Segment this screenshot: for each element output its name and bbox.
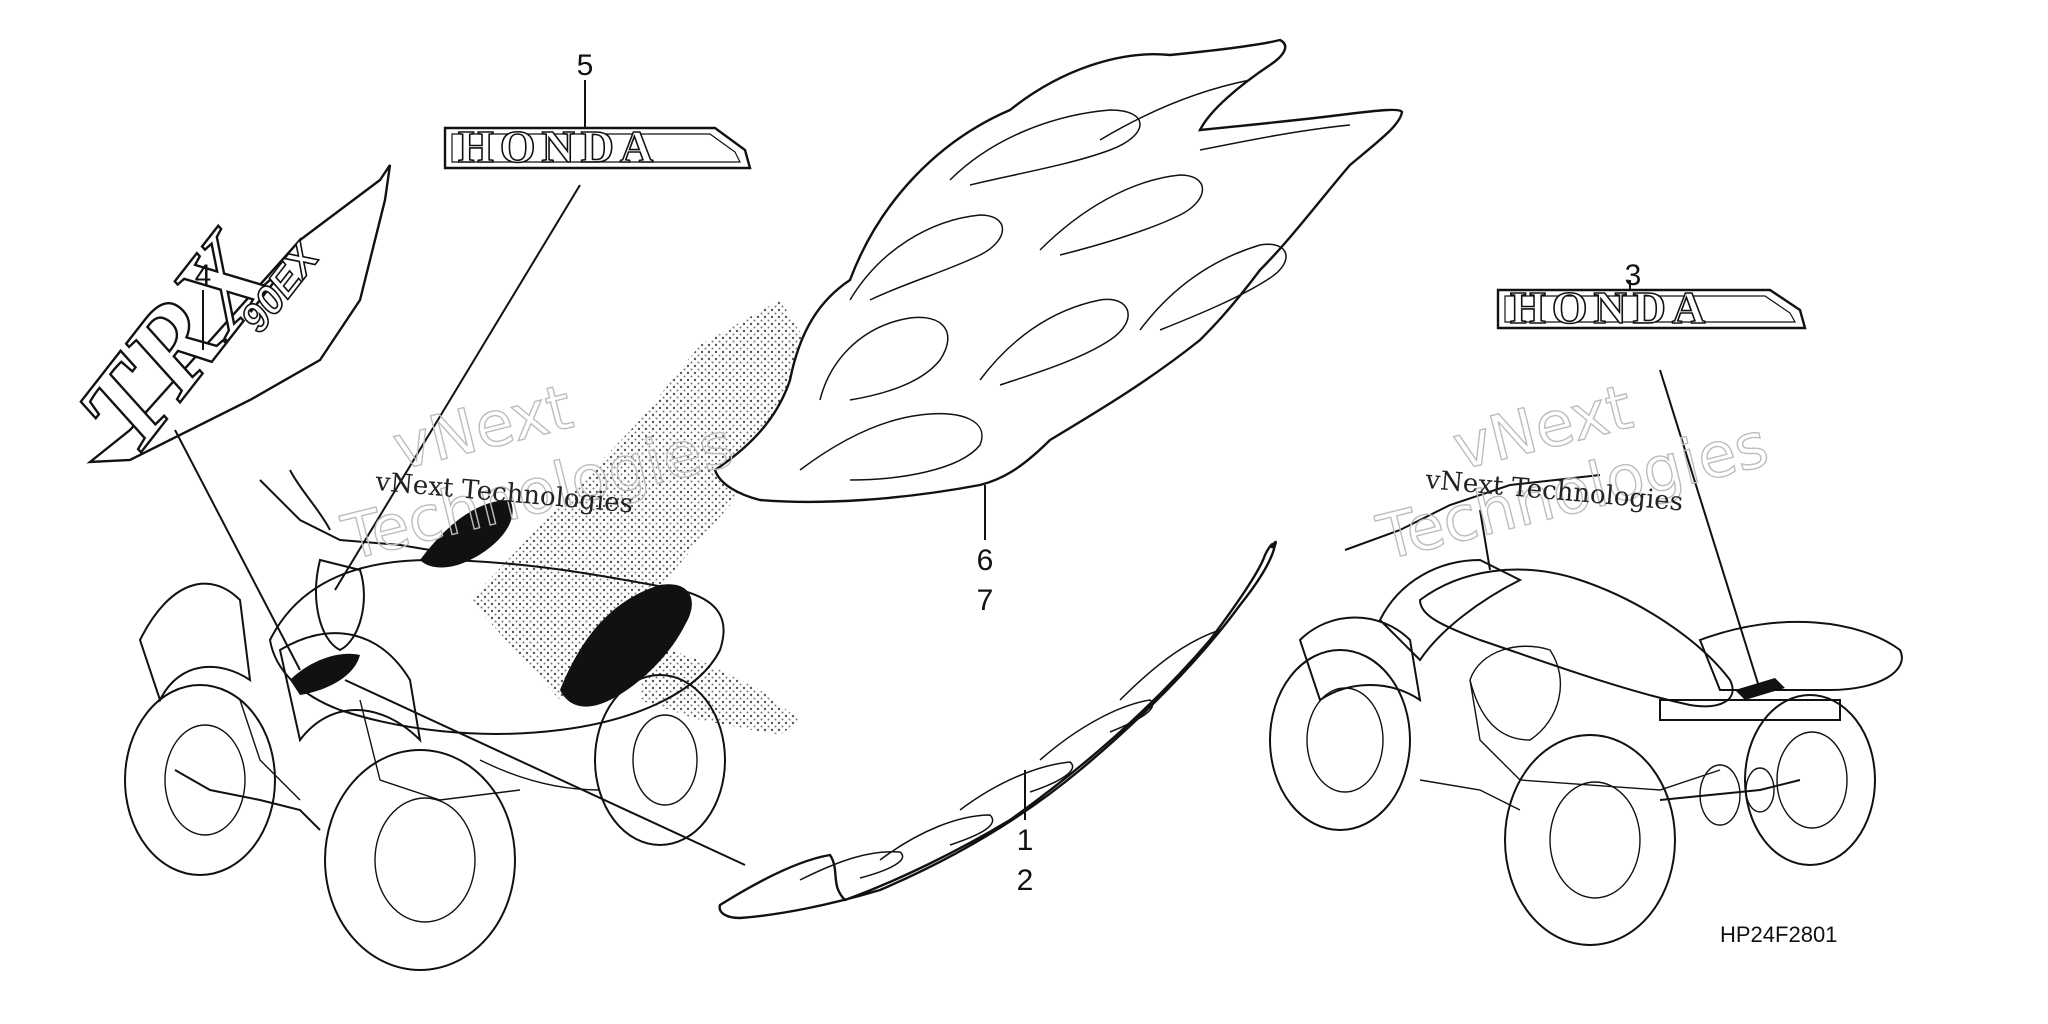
flame-tongue <box>1199 124 1351 151</box>
trx-badge-outline <box>86 164 392 464</box>
flame-tongue <box>1099 79 1251 141</box>
flame-strip-tongue <box>1039 699 1154 761</box>
atv-rear-view-left-hub <box>1306 687 1384 793</box>
atv-front-left-wheel <box>124 684 276 876</box>
atv-rear-view-hub-drum <box>1699 764 1741 826</box>
atv-rear-view-handlebar <box>1344 474 1601 551</box>
honda-emblem-3-outline <box>1496 288 1807 330</box>
leader-line-5 <box>334 184 581 591</box>
leader-line-4 <box>174 429 301 671</box>
atv-front-left-hub <box>164 724 246 836</box>
dotted-projection-area <box>470 300 830 735</box>
callout-1: 1 <box>1017 824 1034 857</box>
atv-rear-hub <box>632 714 698 806</box>
diagram-code: HP24F2801 <box>1720 922 1837 947</box>
atv-rear-view-right-wheel <box>1504 734 1676 946</box>
flame-strip-tongue <box>1119 629 1221 701</box>
atv-left-fender <box>138 582 252 703</box>
atv-rear-view-frame <box>1469 679 1721 791</box>
atv-handlebar <box>259 479 461 556</box>
leader-lines <box>174 80 1761 866</box>
flame-strip-tongue <box>879 814 994 861</box>
atv-rear-view-footrest <box>1419 779 1521 811</box>
atv-right-fender <box>278 632 422 743</box>
atv-rear-view-seat <box>1418 568 1734 708</box>
atv-front-decal-marker <box>420 500 513 568</box>
atv-rear-view-rear-fender <box>1698 620 1903 691</box>
leader-line-3 <box>1659 369 1761 691</box>
honda-emblem-decal-3: HONDA <box>1496 281 1807 334</box>
flame-strip-tongue <box>959 761 1074 811</box>
flame-tongue <box>949 109 1141 186</box>
callout-2: 2 <box>1017 864 1034 897</box>
atv-steering-column <box>289 469 331 531</box>
atv-front-right-wheel <box>324 749 516 971</box>
callout-6: 6 <box>977 544 994 577</box>
flame-decal-outline <box>713 38 1404 504</box>
honda-emblem-5-inner <box>451 133 741 163</box>
atv-rear-view-front-fender <box>1298 616 1422 703</box>
dotted-projection-left <box>470 300 830 700</box>
atv-rear-view-right-hub <box>1549 781 1641 899</box>
flame-decal-large <box>713 38 1404 504</box>
flame-tongue <box>979 298 1129 386</box>
callout-3: 3 <box>1625 259 1642 292</box>
flame-tongue <box>1139 243 1287 331</box>
honda-logo-text-3: HONDA <box>1510 282 1711 333</box>
flame-strip-outline <box>718 540 1277 920</box>
leader-line-12-to-atv <box>344 679 746 866</box>
atv-rear-view-left-wheel <box>1269 649 1411 831</box>
atv-rear-view-rack <box>1659 699 1841 721</box>
callout-5: 5 <box>577 49 594 82</box>
flame-tongue <box>849 214 1004 301</box>
flame-strip-tongue <box>799 851 904 881</box>
atv-front-right-hub <box>374 797 476 923</box>
honda-emblem-5-outline <box>443 126 752 170</box>
atv-rear-view <box>1269 474 1903 946</box>
honda-emblem-decal-5: HONDA <box>443 120 752 173</box>
dotted-projection-rear <box>640 640 800 735</box>
trx-badge-decal: TRX 90EX <box>49 164 392 477</box>
callout-4: 4 <box>195 259 212 292</box>
atv-rear-view-tank <box>1378 558 1523 662</box>
atv-rear-view-steering-column <box>1479 509 1491 571</box>
honda-logo-text-5: HONDA <box>458 121 659 172</box>
atv-rear-view-far-hub <box>1776 731 1848 829</box>
atv-frame <box>359 699 521 801</box>
atv-side-decal-marker <box>560 584 692 707</box>
atv-rear-view-axle <box>1659 779 1801 801</box>
callout-7: 7 <box>977 584 994 617</box>
atv-rear-view-hub-drum <box>1745 767 1775 813</box>
atv-rear-wheel <box>594 674 726 846</box>
atv-fender-decal-marker <box>290 653 360 695</box>
flame-tongue <box>1039 174 1204 256</box>
flame-decal-strip <box>718 540 1277 920</box>
atv-rear-view-far-wheel <box>1744 694 1876 866</box>
atv-suspension <box>239 699 301 801</box>
flame-tongue <box>819 316 949 401</box>
atv-headlight-cowl <box>315 558 365 652</box>
atv-rear-view-engine <box>1469 645 1562 741</box>
atv-footrest <box>479 759 601 791</box>
honda-emblem-3-inner <box>1504 295 1797 323</box>
atv-front-view <box>124 469 726 971</box>
flame-tongue <box>799 413 983 481</box>
atv-front-bumper <box>174 769 321 831</box>
